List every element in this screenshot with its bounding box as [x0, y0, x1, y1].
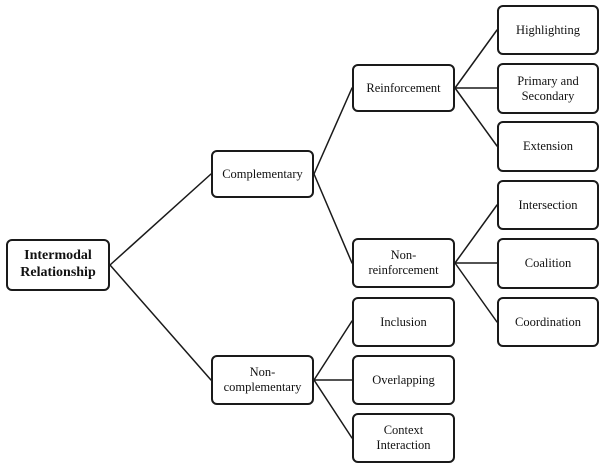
node-extension: Extension — [497, 121, 599, 172]
node-non-complementary: Non- complementary — [211, 355, 314, 405]
edge-root-noncomplementary — [109, 264, 212, 381]
node-intermodal-relationship: Intermodal Relationship — [6, 239, 110, 291]
edge-root-complementary — [109, 173, 212, 266]
node-label: Primary and Secondary — [517, 73, 579, 103]
node-label: Coordination — [515, 314, 581, 329]
node-label: Non- reinforcement — [368, 248, 439, 277]
edge-nonreinf-intersection — [454, 204, 498, 264]
node-overlapping: Overlapping — [352, 355, 455, 405]
node-label: Non- complementary — [223, 365, 302, 394]
node-non-reinforcement: Non- reinforcement — [352, 238, 455, 288]
node-inclusion: Inclusion — [352, 297, 455, 347]
node-coalition: Coalition — [497, 238, 599, 289]
edge-noncomp-context — [313, 379, 353, 439]
node-label: Inclusion — [380, 314, 427, 329]
node-label: Reinforcement — [366, 80, 441, 95]
edge-reinf-highlighting — [454, 29, 498, 89]
edge-nonreinf-coordination — [454, 262, 498, 323]
node-intersection: Intersection — [497, 180, 599, 230]
node-context-interaction: Context Interaction — [352, 413, 455, 463]
node-label: Extension — [523, 139, 573, 153]
node-highlighting: Highlighting — [497, 5, 599, 55]
node-label: Intersection — [518, 197, 578, 212]
edge-complementary-nonreinforcement — [313, 173, 353, 264]
edge-complementary-reinforcement — [313, 87, 353, 175]
node-complementary: Complementary — [211, 150, 314, 198]
node-coordination: Coordination — [497, 297, 599, 347]
node-label: Coalition — [524, 256, 572, 270]
node-reinforcement: Reinforcement — [352, 64, 455, 112]
node-primary-and-secondary: Primary and Secondary — [497, 63, 599, 114]
edge-noncomp-inclusion — [313, 320, 353, 381]
node-label: Intermodal Relationship — [20, 248, 96, 280]
edge-reinf-extension — [454, 87, 498, 147]
node-label: Overlapping — [372, 372, 435, 387]
node-label: Complementary — [222, 166, 303, 181]
node-label: Highlighting — [516, 22, 580, 37]
node-label: Context Interaction — [376, 423, 431, 452]
